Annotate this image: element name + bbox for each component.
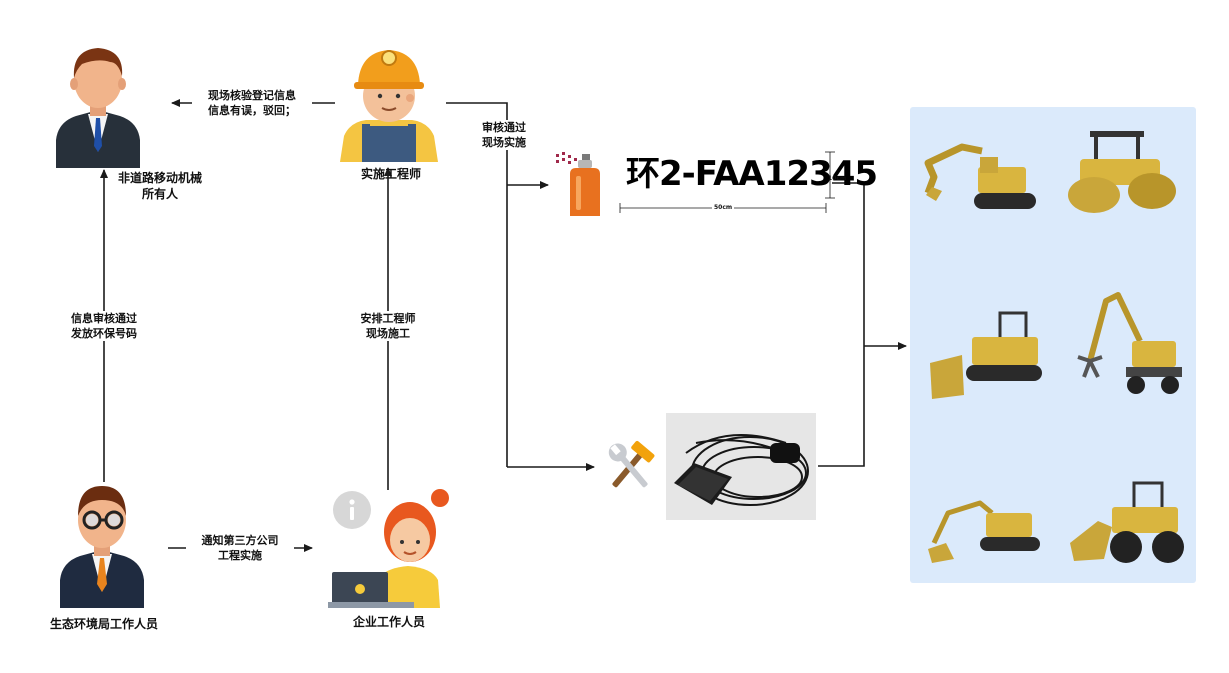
plate-height-label: 10cm (828, 175, 847, 182)
officer-with-glasses-icon (60, 486, 144, 608)
bulldozer-icon (930, 311, 1042, 399)
wrench-hammer-icon (608, 440, 655, 488)
flow-bureau-to-owner: 信息审核通过 发放环保号码 (52, 311, 156, 341)
company-label: 企业工作人员 (352, 615, 425, 629)
excavator-icon (924, 143, 1036, 209)
plate-width-label: 50cm (712, 204, 735, 211)
road-roller-icon (1068, 131, 1176, 213)
flow-engineer-to-spray: 审核通过 现场实施 (468, 120, 540, 150)
engineer-label: 实施工程师 (360, 167, 421, 181)
machinery-panel (910, 107, 1196, 583)
line-gps-to-panel (818, 346, 865, 467)
flow-engineer-to-owner: 现场核验登记信息 信息有误，驳回； (192, 88, 312, 118)
businessman-avatar-icon (56, 48, 140, 168)
demolition-excavator-icon (928, 500, 1040, 563)
flow-company-to-engineer: 安排工程师 现场施工 (346, 311, 430, 341)
woman-with-laptop-icon (328, 489, 449, 608)
environmental-plate-number: 环2-FAA12345 (626, 154, 878, 194)
line-plate-to-panel (832, 182, 865, 346)
line-engineer-branch (446, 102, 508, 467)
owner-label: 非道路移动机械 所有人 (117, 171, 202, 201)
bureau-label: 生态环境局工作人员 (49, 617, 158, 631)
construction-worker-icon (340, 50, 438, 162)
wheel-loader-icon (1070, 481, 1184, 563)
spray-paint-can-icon (556, 152, 600, 216)
gps-tracker-device-photo (666, 413, 816, 520)
material-handler-icon (1077, 292, 1182, 394)
flow-bureau-to-company: 通知第三方公司 工程实施 (186, 533, 294, 563)
